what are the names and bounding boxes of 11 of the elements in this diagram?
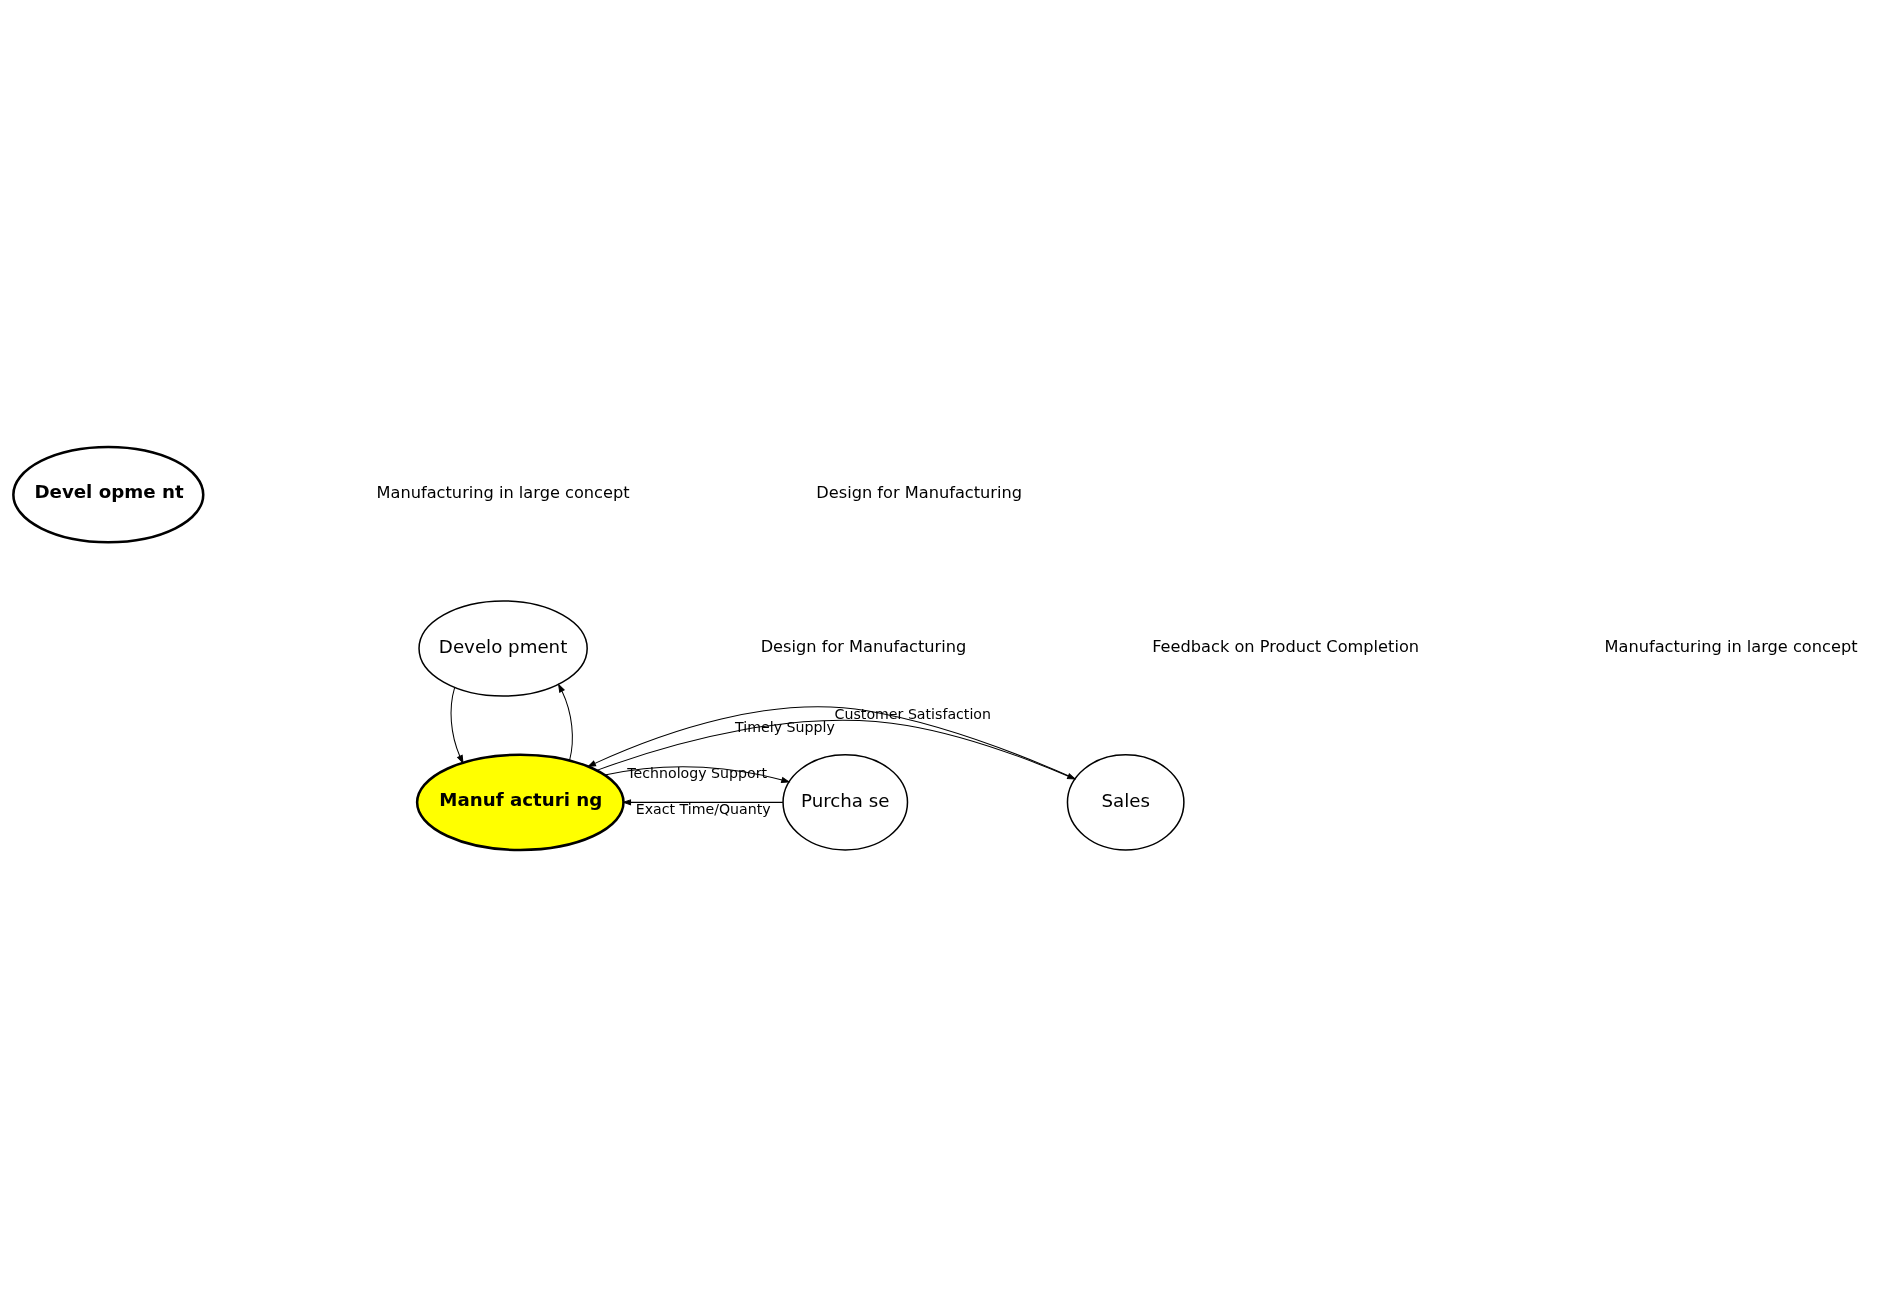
edge-label: Exact Time/Quanty	[635, 800, 771, 817]
arrow	[621, 798, 784, 806]
label: Manufacturing in large concept	[1604, 636, 1858, 656]
label: Design for Manufacturing	[760, 636, 967, 656]
arrow	[450, 686, 464, 764]
label: Manufacturing in large concept	[376, 482, 630, 502]
node-ellipse: Devel opme nt	[12, 445, 205, 543]
node-ellipse: Develo pment	[418, 599, 588, 697]
arrow	[557, 682, 573, 761]
label: Feedback on Product Completion	[1152, 636, 1420, 656]
label: Design for Manufacturing	[816, 482, 1022, 502]
